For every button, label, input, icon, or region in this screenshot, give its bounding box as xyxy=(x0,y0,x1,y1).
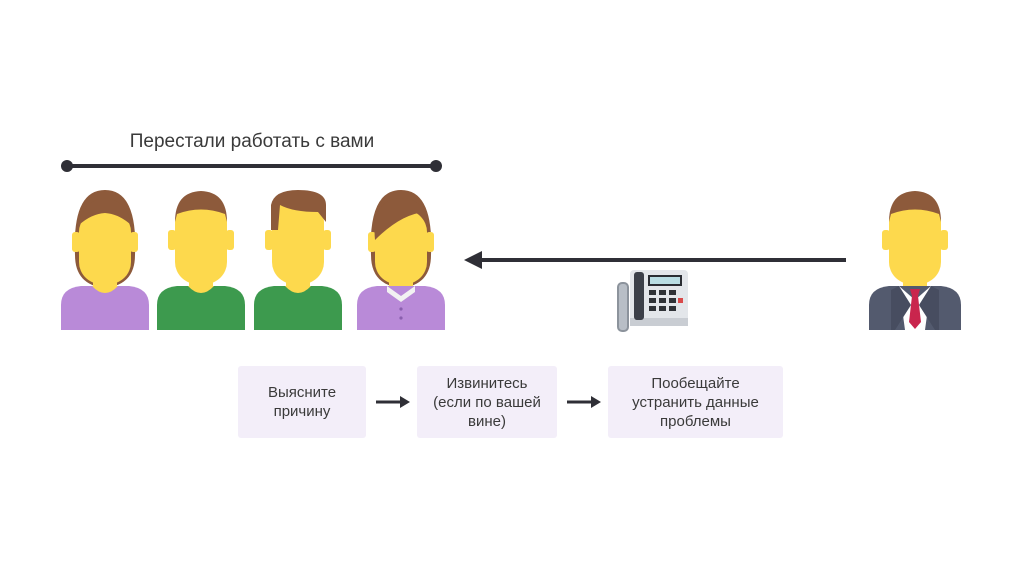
step-arrow xyxy=(376,396,410,408)
woman-client-icon xyxy=(61,190,149,330)
lost-clients-label: Перестали работать с вами xyxy=(129,131,375,152)
man-client-icon xyxy=(157,191,245,330)
step-arrow xyxy=(567,396,601,408)
woman-client-icon xyxy=(357,190,445,330)
desk-phone-icon xyxy=(617,270,688,332)
step-apologize: Извинитесь (если по вашей вине) xyxy=(417,366,557,438)
group-bracket xyxy=(61,160,442,172)
step-promise-fix: Пообещайте устранить данные проблемы xyxy=(608,366,783,438)
man-client-icon xyxy=(254,190,342,330)
step-find-reason: Выясните причину xyxy=(238,366,366,438)
call-arrow xyxy=(464,251,846,269)
manager-icon xyxy=(869,191,961,330)
